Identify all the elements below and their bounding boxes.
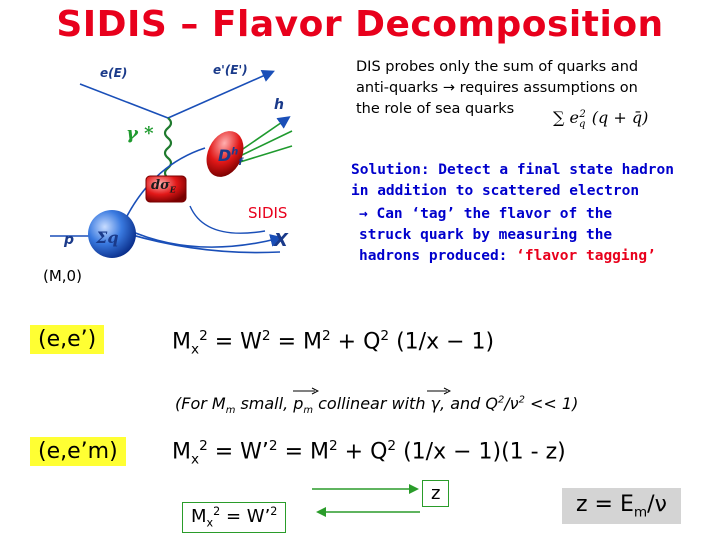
dsigma-sub: E [169, 184, 176, 195]
dis-line-1: DIS probes only the sum of quarks and [356, 59, 639, 75]
remnant-line-1 [119, 225, 284, 248]
fragmentation-arc [189, 205, 266, 234]
gamma-star-label: γ * [126, 123, 154, 144]
arrow-left-head [316, 507, 326, 517]
flavor-tagging-text: ‘flavor tagging’ [516, 248, 656, 264]
dh-sub: f [238, 157, 243, 169]
fragmentation-blob [206, 131, 244, 177]
solution-line-2: in addition to scattered electron [351, 183, 640, 199]
dis-line-3: the role of sea quarks [356, 101, 515, 117]
dis-line-2: anti-quarks → requires assumptions on [356, 78, 701, 99]
sigma-q-label: Σq [96, 228, 119, 247]
sidis-diagram [50, 70, 293, 258]
ee-label: (e,e’) [30, 325, 105, 354]
proton-ball [88, 210, 136, 258]
dh-label: Dhf [218, 146, 243, 168]
target-label: (M,0) [43, 267, 82, 285]
hadron-line-3 [239, 145, 293, 163]
equation-1: Mx2 = W2 = M2 + Q2 (1/x − 1) [172, 328, 495, 358]
dsigma-main: dσ [151, 178, 170, 193]
z-box: z [422, 480, 450, 507]
collinear-note: (For Mm small, pm collinear with γ, and … [175, 387, 578, 416]
remnant-line-2 [121, 231, 281, 254]
tag-line-1-text: Can ‘tag’ the flavor of the [367, 206, 613, 222]
solution-line-1: Solution: Detect a final state hadron [351, 162, 675, 178]
solution-text: Solution: Detect a final state hadron in… [351, 160, 706, 202]
arrow-icon: → [442, 80, 455, 96]
tag-arrow-icon: → [359, 206, 368, 222]
sidis-label: SIDIS [248, 204, 288, 222]
dh-main: D [218, 146, 232, 165]
e-in-label: e(E) [100, 66, 128, 80]
page-title: SIDIS – Flavor Decomposition [56, 4, 664, 45]
mx-box: Mx2 = W’2 [182, 502, 287, 533]
incoming-electron-line [79, 83, 169, 119]
dis-text: DIS probes only the sum of quarks and an… [356, 57, 701, 120]
tag-line-3: hadrons produced: ‘flavor tagging’ [359, 246, 709, 267]
tag-line-2: struck quark by measuring the [359, 227, 613, 243]
p-label: p [64, 232, 75, 248]
relation-arrows [312, 484, 420, 517]
hadron-line-1 [239, 116, 291, 152]
e-out-label: e'(E') [213, 63, 248, 77]
tag-text: → Can ‘tag’ the flavor of the struck qua… [359, 204, 709, 267]
dis-line-2a: anti-quarks [356, 80, 443, 96]
eem-label: (e,e’m) [30, 437, 126, 466]
tag-line-1: → Can ‘tag’ the flavor of the [359, 204, 709, 225]
x-label: X [274, 230, 288, 251]
cross-section-box [145, 175, 187, 203]
dh-sup: h [231, 146, 239, 158]
dis-line-2b: requires assumptions on [454, 80, 638, 96]
sum-formula: ∑ eq2(q + q̄) [553, 108, 649, 131]
dsigma-label: dσE [151, 178, 176, 195]
equation-2: Mx2 = W’2 = M2 + Q2 (1/x − 1)(1 - z) [172, 438, 566, 468]
h-label: h [274, 97, 284, 113]
z-definition-box: z = Em/ν [562, 488, 681, 525]
hadron-line-2 [239, 130, 293, 157]
tag-line-3a: hadrons produced: [359, 248, 517, 264]
arrow-right-head [409, 484, 419, 494]
outgoing-electron-line [167, 70, 275, 119]
